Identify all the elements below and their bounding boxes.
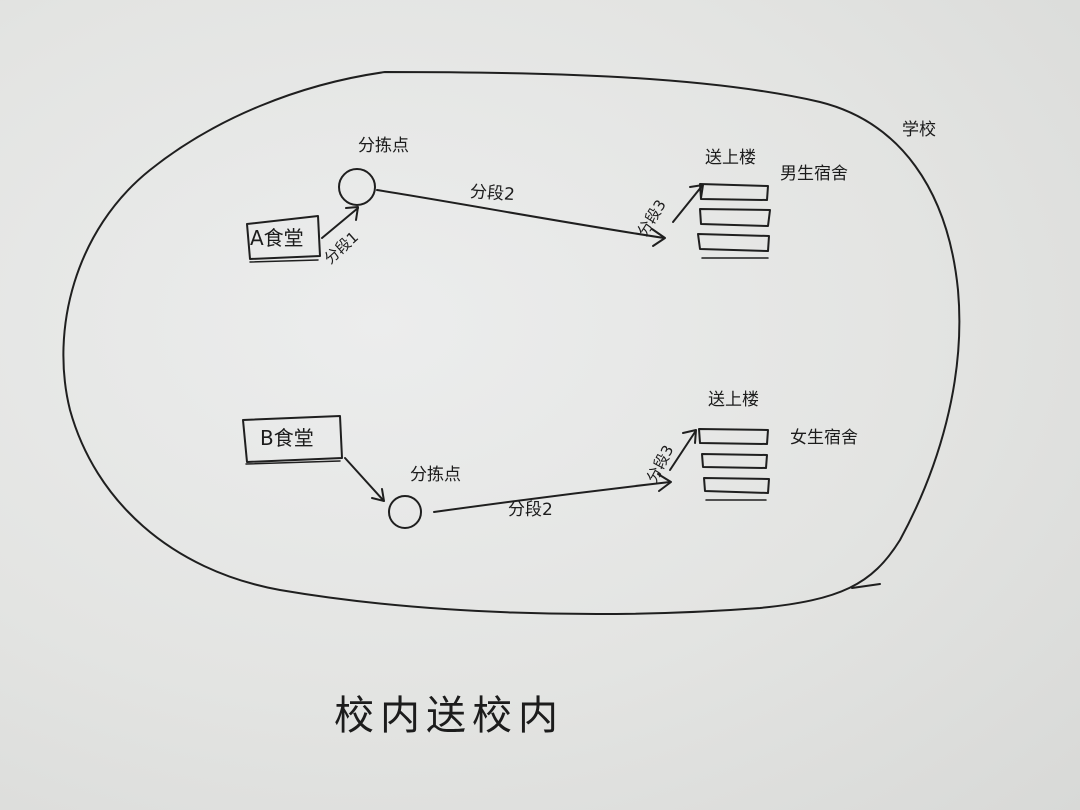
- arrow-bottom-stage-1: [344, 457, 385, 502]
- male-dorm-building: [697, 183, 771, 259]
- transfer-point-top-circle: [338, 168, 376, 206]
- stage-bottom-2-label: 分段2: [508, 500, 553, 520]
- upstairs-male-label: 送上楼: [705, 148, 756, 168]
- stage-top-2-label: 分段2: [469, 182, 516, 206]
- arrow-top-stage-1: [321, 206, 359, 239]
- canteen-b-box: [242, 415, 343, 465]
- arrow-top-stage-3: [672, 184, 704, 223]
- canteen-b-label: B食堂: [260, 426, 314, 450]
- arrow-top-stage-2: [376, 189, 666, 247]
- transfer-point-bottom-circle: [388, 495, 422, 529]
- canteen-a-label: A食堂: [250, 226, 304, 250]
- diagram-title: 校内送校内: [334, 693, 564, 739]
- arrow-bottom-stage-3: [669, 429, 697, 471]
- male-dorm-label: 男生宿舍: [780, 164, 848, 184]
- transfer-point-top-label: 分拣点: [358, 136, 409, 156]
- female-dorm-label: 女生宿舍: [790, 428, 858, 448]
- transfer-point-bottom-label: 分拣点: [410, 465, 461, 485]
- campus-boundary: [62, 71, 961, 615]
- canteen-a-box: [246, 215, 321, 263]
- campus-label: 学校: [902, 120, 936, 140]
- female-dorm-building: [698, 428, 770, 501]
- arrow-bottom-stage-2: [433, 473, 672, 513]
- boundary-tail: [851, 583, 881, 589]
- upstairs-female-label: 送上楼: [708, 390, 759, 410]
